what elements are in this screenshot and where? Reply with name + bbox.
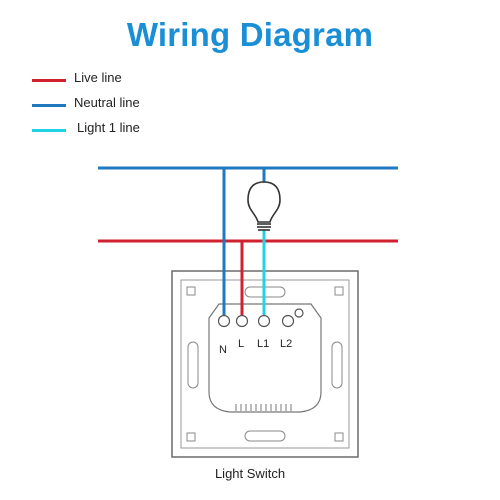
light-bulb-icon: [247, 181, 281, 231]
legend-label-neutral: Neutral line: [74, 95, 140, 110]
terminal-label-l: L: [238, 338, 245, 350]
slot-left: [187, 341, 199, 389]
slot-right: [331, 341, 343, 389]
terminal-block: [217, 308, 304, 328]
corner-hole-br: [334, 432, 344, 442]
terminal-l1-screw: [257, 314, 271, 328]
legend-label-light1: Light 1 line: [77, 120, 140, 135]
terminal-l-screw: [235, 314, 249, 328]
terminal-label-l1: L1: [257, 338, 270, 350]
terminal-label-l2: L2: [280, 338, 293, 350]
slot-bottom: [244, 430, 286, 442]
corner-hole-tl: [186, 286, 196, 296]
legend-label-live: Live line: [74, 70, 122, 85]
terminal-l2-screw: [281, 314, 295, 328]
corner-hole-tr: [334, 286, 344, 296]
corner-hole-bl: [186, 432, 196, 442]
terminal-label-n: N: [219, 344, 227, 356]
terminal-n-screw: [217, 314, 231, 328]
neutral-line-swatch: [32, 104, 66, 107]
diagram-title: Wiring Diagram: [126, 16, 374, 53]
light1-line-swatch: [32, 129, 66, 132]
vent-comb: [235, 404, 292, 411]
switch-caption: Light Switch: [214, 466, 286, 481]
live-line-swatch: [32, 79, 66, 82]
terminal-extra-screw: [294, 308, 304, 318]
module-body: [208, 303, 322, 413]
